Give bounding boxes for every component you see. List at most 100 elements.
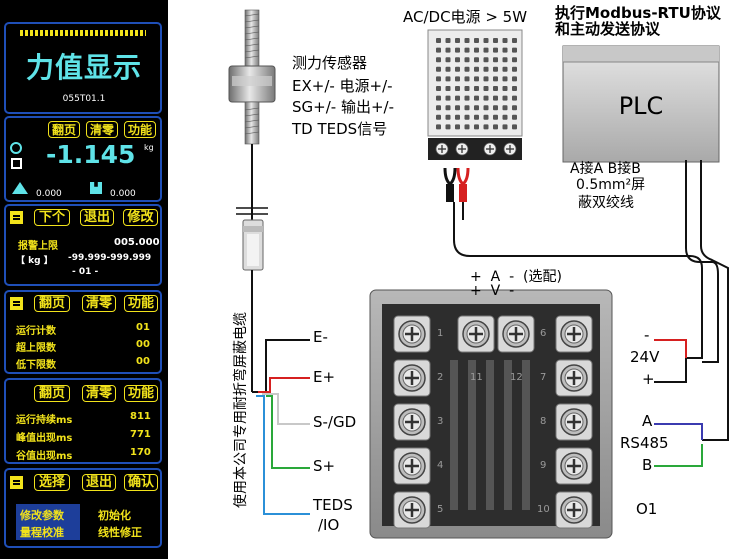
wire-label-e-plus: E+ xyxy=(313,368,336,386)
alarm-label: 报警上限 xyxy=(18,241,58,252)
alarm-unit: 【 kg 】 xyxy=(16,256,53,266)
rs485-wires xyxy=(654,423,703,467)
valley-icon xyxy=(90,182,102,194)
counts-box: 翻页 清零 功能 运行计数 01 超上限数 00 低下限数 00 xyxy=(4,290,162,374)
sensor-line-td: TD TEDS信号 xyxy=(292,120,388,138)
power-minus-label: - xyxy=(644,326,650,344)
times-page-button[interactable]: 翻页 xyxy=(34,385,70,402)
sensor-wires xyxy=(252,339,310,515)
counts-function-button[interactable]: 功能 xyxy=(124,295,158,312)
plc-protocol-line1: 执行Modbus-RTU协议 xyxy=(555,4,721,22)
times-box: 翻页 清零 功能 运行持续ms 811 峰值出现ms 771 谷值出现ms 17… xyxy=(4,378,162,464)
time-value-peak: 771 xyxy=(130,429,151,440)
terminal-number-5: 5 xyxy=(437,504,444,515)
zero-button[interactable]: 清零 xyxy=(86,121,118,138)
counts-page-button[interactable]: 翻页 xyxy=(34,295,70,312)
alarm-box: 下个 退出 修改 报警上限 005.000 【 kg 】 -99.999-999… xyxy=(4,204,162,286)
square-indicator-icon xyxy=(11,158,22,169)
alarm-range: -99.999-999.999 xyxy=(68,253,152,263)
menu-box: 选择 退出 确认 修改参数 初始化 量程校准 线性修正 xyxy=(4,468,162,548)
confirm-button[interactable]: 确认 xyxy=(124,474,158,491)
count-label-run: 运行计数 xyxy=(16,326,56,337)
rs485-label: RS485 xyxy=(620,434,669,452)
function-button[interactable]: 功能 xyxy=(124,121,156,138)
wire-label-e-minus: E- xyxy=(313,328,328,346)
time-label-duration: 运行持续ms xyxy=(16,415,73,426)
menu-exit-button[interactable]: 退出 xyxy=(82,474,116,491)
plc-protocol-line2: 和主动发送协议 xyxy=(555,20,661,38)
count-value-over: 00 xyxy=(136,339,150,350)
alarm-page: - 01 - xyxy=(72,267,99,277)
terminal-number-2: 2 xyxy=(437,372,444,383)
count-label-under: 低下限数 xyxy=(16,360,56,371)
option-bottom-label: + V - xyxy=(470,283,515,299)
menu-item-init[interactable]: 初始化 xyxy=(98,509,131,522)
times-function-button[interactable]: 功能 xyxy=(124,385,158,402)
zero-indicator-icon xyxy=(10,142,22,154)
title-box: 力值显示 055T01.1 xyxy=(4,22,162,114)
unit-label: kg xyxy=(144,143,154,152)
counts-zero-button[interactable]: 清零 xyxy=(82,295,116,312)
cable-label: 使用本公司专用耐折弯屏蔽电缆 xyxy=(233,312,249,508)
menu-item-modify-params[interactable]: 修改参数 xyxy=(20,509,64,522)
terminal-number-10: 10 xyxy=(537,504,550,515)
menu-item-linear-correction[interactable]: 线性修正 xyxy=(98,526,142,539)
terminal-number-4: 4 xyxy=(437,460,444,471)
count-value-under: 00 xyxy=(136,356,150,367)
rs485-a-label: A xyxy=(642,412,653,430)
measured-value: -1.145 xyxy=(46,140,136,169)
exit-button[interactable]: 退出 xyxy=(80,209,114,226)
terminal-number-1: 1 xyxy=(437,328,444,339)
option-top-label: + A - (选配) xyxy=(470,269,562,285)
power-plus-label: + xyxy=(642,370,655,388)
count-value-run: 01 xyxy=(136,322,150,333)
wire-label-s-minus: S-/GD xyxy=(313,413,357,431)
time-label-valley: 谷值出现ms xyxy=(16,451,73,462)
wire-label-io: /IO xyxy=(318,516,340,534)
panel-title: 力值显示 xyxy=(25,51,142,84)
indicator-right-value: 0.000 xyxy=(110,189,136,199)
value-box: 翻页 清零 功能 -1.145 kg 0.000 0.000 xyxy=(4,116,162,202)
plc-note-line3: 蔽双绞线 xyxy=(578,195,634,211)
header-bar xyxy=(20,30,146,36)
time-value-duration: 811 xyxy=(130,411,151,422)
time-value-valley: 170 xyxy=(130,447,151,458)
terminal-number-11: 11 xyxy=(470,372,483,383)
count-label-over: 超上限数 xyxy=(16,343,56,354)
times-zero-button[interactable]: 清零 xyxy=(82,385,116,402)
time-label-peak: 峰值出现ms xyxy=(16,433,73,444)
power-supply xyxy=(427,29,523,202)
terminal-number-8: 8 xyxy=(540,416,547,427)
plc-unit xyxy=(562,45,720,163)
plc-note-line1: A接A B接B xyxy=(570,161,641,177)
terminal-number-9: 9 xyxy=(540,460,547,471)
power-wires xyxy=(453,160,729,441)
menu-item-range-calibration[interactable]: 量程校准 xyxy=(20,526,64,539)
force-sensor xyxy=(228,9,276,392)
select-button[interactable]: 选择 xyxy=(34,474,70,491)
power-24v-label: 24V xyxy=(630,348,660,366)
mountain-icon xyxy=(12,182,28,194)
sensor-line-sg: SG+/- 输出+/- xyxy=(292,98,394,116)
menu-selection xyxy=(16,504,80,540)
power-label: AC/DC电源 > 5W xyxy=(403,8,528,26)
page-button[interactable]: 翻页 xyxy=(48,121,80,138)
output-o1-label: O1 xyxy=(636,500,658,518)
model-code: 055T01.1 xyxy=(62,94,106,104)
sensor-title: 测力传感器 xyxy=(292,54,368,72)
sensor-line-ex: EX+/- 电源+/- xyxy=(292,77,393,95)
wire-label-teds: TEDS xyxy=(313,496,353,514)
alarm-value[interactable]: 005.000 xyxy=(114,237,160,248)
counts-doc-icon xyxy=(10,297,23,310)
plc-note-line2: 0.5mm²屏 xyxy=(576,177,646,193)
terminal-number-7: 7 xyxy=(540,372,547,383)
rs485-b-label: B xyxy=(642,456,653,474)
modify-button[interactable]: 修改 xyxy=(123,209,158,226)
wire-label-s-plus: S+ xyxy=(313,457,336,475)
plc-name: PLC xyxy=(618,92,664,120)
next-button[interactable]: 下个 xyxy=(34,209,70,226)
terminal-number-12: 12 xyxy=(510,372,523,383)
menu-doc-icon xyxy=(10,476,23,489)
indicator-left-value: 0.000 xyxy=(36,189,62,199)
